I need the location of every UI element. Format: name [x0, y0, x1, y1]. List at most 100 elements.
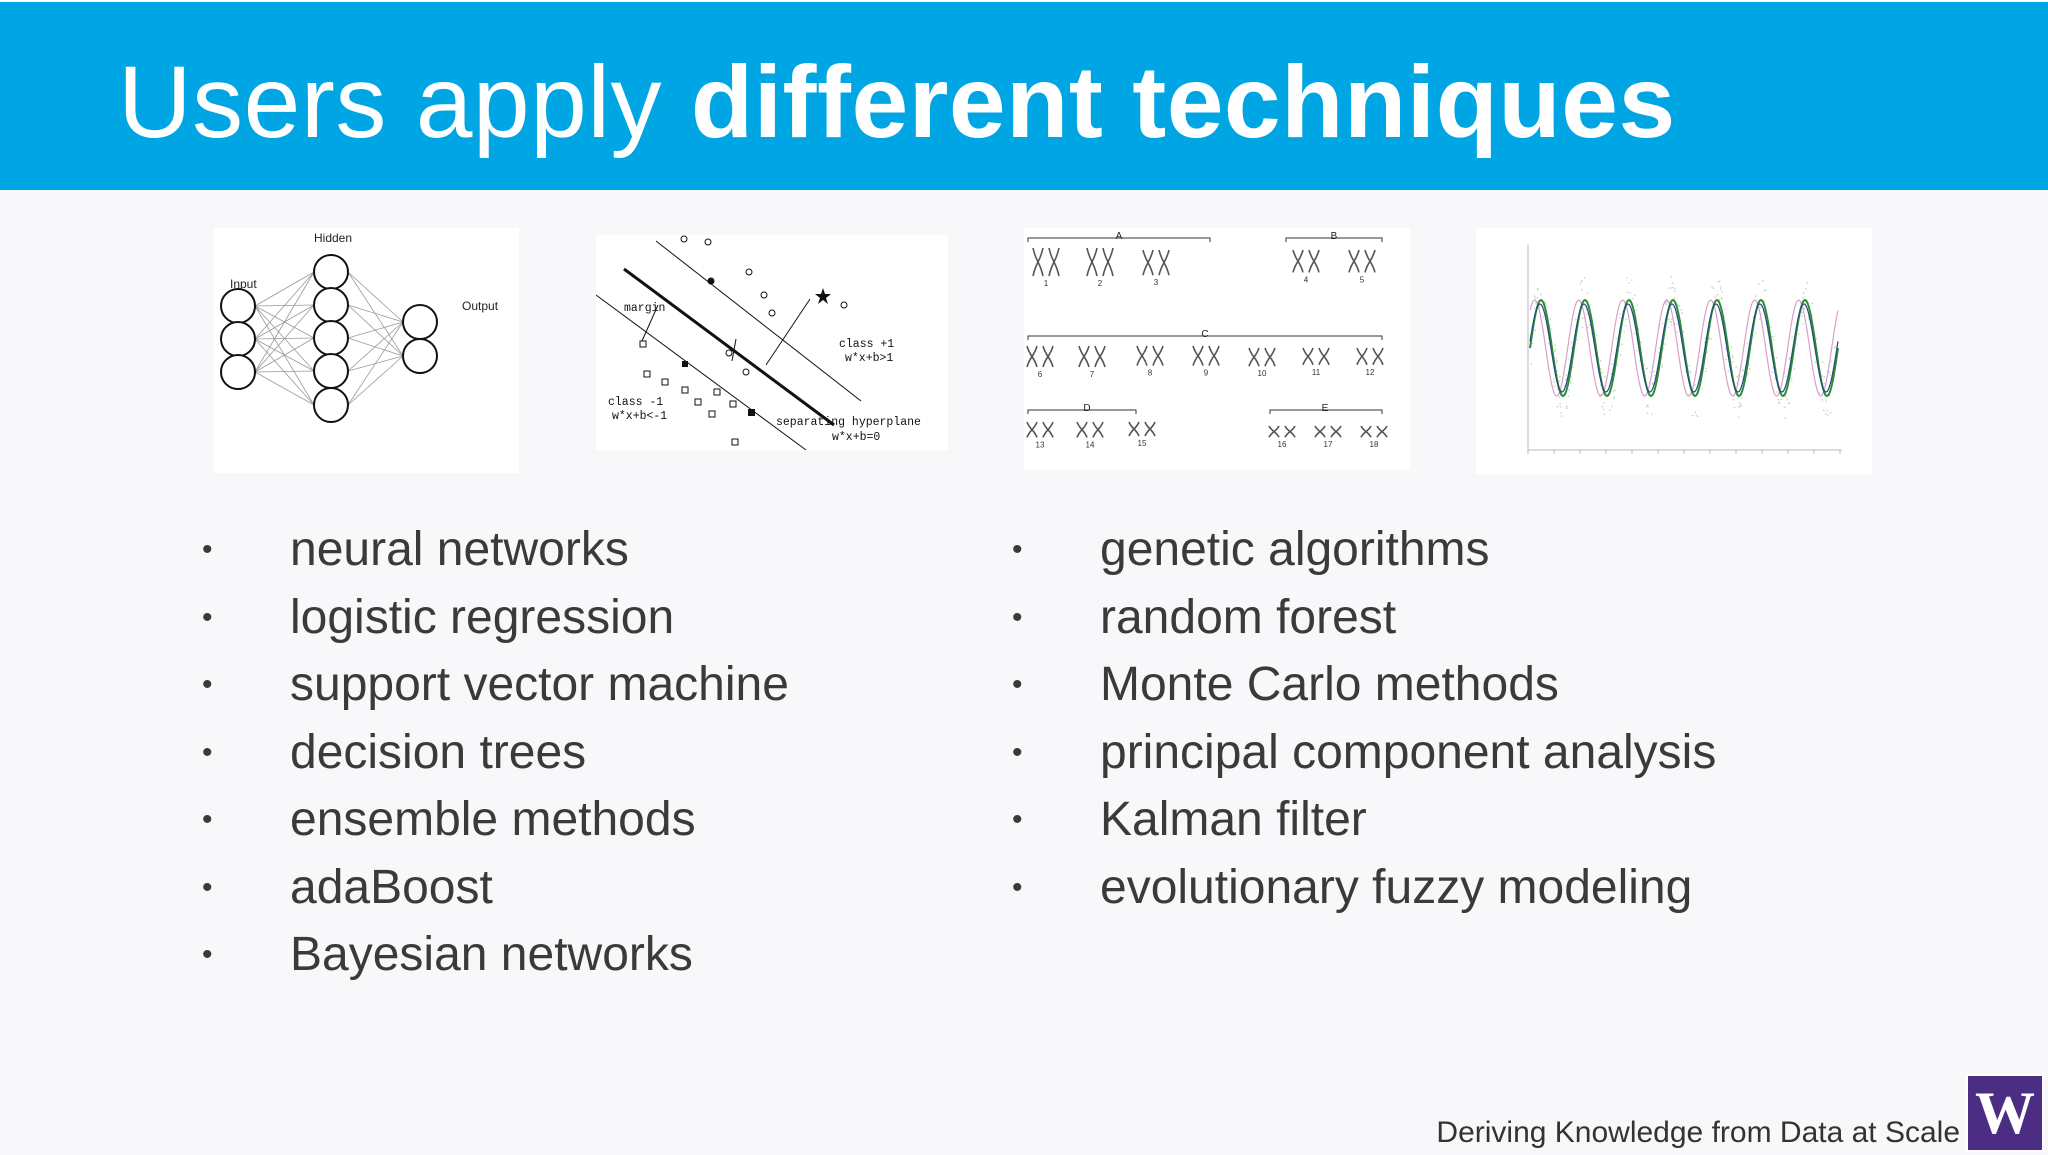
- bullet-icon: •: [202, 668, 213, 701]
- chromosome-shape: [1026, 345, 1038, 368]
- svm-class-pos-label: class +1: [839, 338, 894, 351]
- nn-output-label: Output: [462, 299, 499, 313]
- nn-node: [313, 387, 349, 423]
- svm-class-pos-eq: w*x+b>1: [845, 352, 893, 365]
- bullet-icon: •: [1012, 735, 1023, 769]
- chromosome-shape: [1102, 247, 1114, 277]
- nn-node: [220, 321, 256, 357]
- list-item-label: ensemble methods: [290, 793, 696, 846]
- university-logo: W: [1966, 1074, 2044, 1152]
- bullet-icon: •: [1012, 870, 1023, 904]
- bullet-icon: •: [1012, 803, 1023, 836]
- karyo-group-e: E: [1322, 403, 1329, 414]
- chromosome-number: 6: [1038, 370, 1043, 379]
- chromosome-shape: [1144, 421, 1156, 437]
- chromosome-number: 10: [1258, 369, 1267, 378]
- chromosome-number: 13: [1036, 440, 1045, 449]
- chromosome-shape: [1376, 425, 1388, 438]
- nn-node: [220, 288, 256, 324]
- bullet-icon: •: [202, 735, 213, 769]
- svm-class-neg-label: class -1: [608, 396, 663, 409]
- footer-text: Deriving Knowledge from Data at Scale: [1436, 1116, 1960, 1149]
- kalman-filter-image: [1476, 228, 1872, 474]
- nn-node: [402, 338, 438, 374]
- chromosome-shape: [1372, 347, 1384, 366]
- nn-node: [313, 254, 349, 290]
- chromosome-number: 4: [1304, 275, 1309, 284]
- chromosome-shape: [1268, 425, 1280, 438]
- nn-node: [313, 353, 349, 389]
- chromosome-shape: [1142, 249, 1154, 276]
- bullet-icon: •: [202, 938, 213, 971]
- chromosome-shape: [1208, 345, 1220, 366]
- chromosome-shape: [1348, 249, 1360, 273]
- nn-node: [313, 320, 349, 356]
- chromosome-shape: [1032, 247, 1044, 277]
- slide-title: Users apply different techniques: [118, 42, 1676, 162]
- logo-letter: W: [1975, 1080, 2035, 1146]
- bullet-icon: •: [202, 803, 213, 836]
- nn-node: [313, 287, 349, 323]
- bullet-icon: •: [202, 600, 213, 634]
- chromosome-shape: [1264, 347, 1276, 367]
- chromosome-shape: [1136, 345, 1148, 366]
- chromosome-shape: [1078, 345, 1090, 368]
- chromosome-number: 11: [1312, 368, 1321, 377]
- chromosome-shape: [1158, 249, 1170, 276]
- chromosome-shape: [1364, 249, 1376, 273]
- chromosome-shape: [1086, 247, 1098, 277]
- nn-node: [402, 304, 438, 340]
- nn-input-label: Input: [230, 277, 257, 291]
- chromosome-number: 8: [1148, 369, 1153, 378]
- chromosome-shape: [1092, 421, 1104, 438]
- list-item-label: logistic regression: [290, 590, 675, 644]
- karyo-group-b: B: [1331, 231, 1338, 242]
- bullet-icon: •: [1012, 533, 1023, 566]
- list-item-label: principal component analysis: [1100, 725, 1717, 779]
- bullet-icon: •: [1012, 668, 1023, 701]
- chromosome-number: 2: [1098, 279, 1103, 288]
- svm-margin-label: margin: [624, 302, 665, 315]
- chromosome-shape: [1284, 425, 1296, 438]
- chromosome-shape: [1308, 249, 1320, 273]
- bullet-icon: •: [1012, 600, 1023, 634]
- svm-image: margin class +1 w*x+b>1 class -1 w*x+b<-…: [596, 235, 948, 450]
- chromosome-number: 18: [1370, 440, 1379, 449]
- chromosome-number: 3: [1154, 278, 1159, 287]
- nn-node: [220, 354, 256, 390]
- chromosome-number: 16: [1278, 440, 1287, 449]
- chromosome-number: 7: [1090, 370, 1095, 379]
- chromosome-number: 14: [1086, 440, 1095, 449]
- chromosome-shape: [1360, 425, 1372, 438]
- list-item-label: genetic algorithms: [1100, 523, 1490, 576]
- title-bold: different techniques: [690, 45, 1676, 159]
- svm-class-neg-eq: w*x+b<-1: [612, 410, 667, 423]
- title-regular: Users apply: [118, 45, 691, 159]
- chromosome-shape: [1128, 421, 1140, 437]
- chromosome-number: 9: [1204, 369, 1209, 378]
- chromosome-shape: [1042, 421, 1054, 438]
- chromosome-shape: [1318, 347, 1330, 366]
- list-item-label: Bayesian networks: [290, 928, 693, 981]
- chromosome-number: 15: [1138, 439, 1147, 448]
- chromosome-shape: [1076, 421, 1088, 438]
- bullet-icon: •: [202, 870, 213, 904]
- list-item-label: decision trees: [290, 725, 587, 779]
- chromosome-shape: [1026, 421, 1038, 438]
- chromosome-shape: [1330, 425, 1342, 438]
- chromosome-number: 5: [1360, 275, 1365, 284]
- bullet-icon: •: [202, 533, 213, 566]
- title-bar: Users apply different techniques: [0, 0, 2048, 190]
- list-item-label: support vector machine: [290, 658, 789, 711]
- chromosome-number: 17: [1324, 440, 1333, 449]
- chromosome-shape: [1356, 347, 1368, 366]
- karyo-group-a: A: [1116, 231, 1123, 242]
- chromosome-shape: [1292, 249, 1304, 273]
- chromosome-shape: [1042, 345, 1054, 368]
- nn-hidden-label: Hidden: [314, 231, 352, 245]
- svm-hyperplane-eq: w*x+b=0: [832, 431, 880, 444]
- chromosome-number: 1: [1044, 279, 1049, 288]
- chromosome-shape: [1048, 247, 1060, 277]
- chromosome-shape: [1152, 345, 1164, 366]
